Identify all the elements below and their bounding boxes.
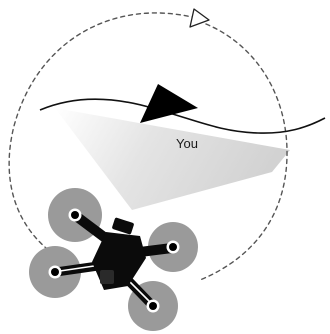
orbit-direction-arrow-icon <box>189 8 210 28</box>
subject-arrow-icon <box>140 84 198 123</box>
camera-view-cone <box>55 108 290 210</box>
orbit-path <box>8 12 288 281</box>
you-label: You <box>176 136 198 151</box>
drone-icon <box>29 188 198 331</box>
subject-path <box>39 98 326 134</box>
